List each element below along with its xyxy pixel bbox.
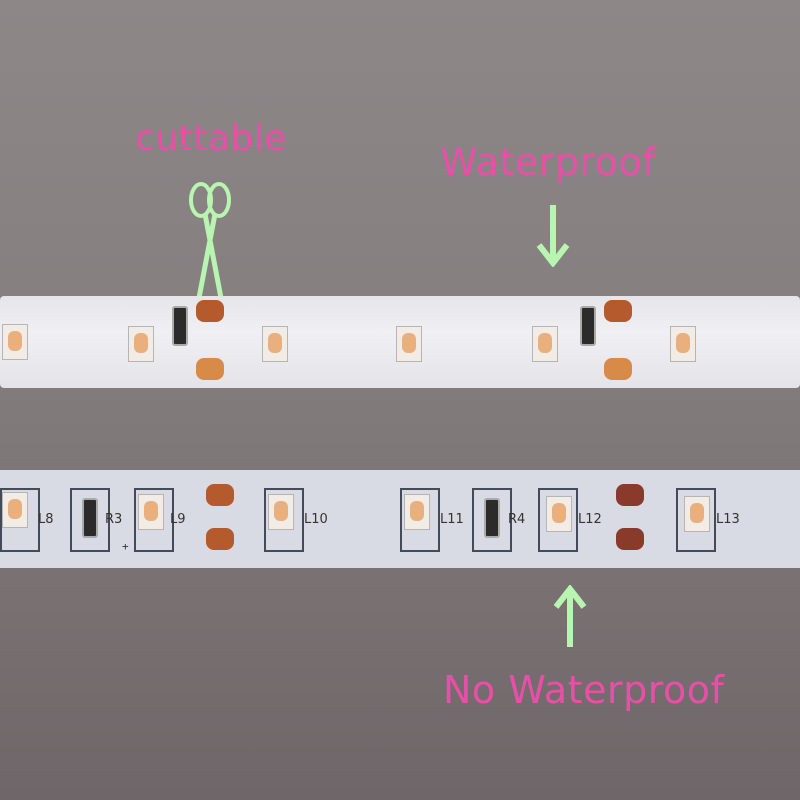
silkscreen-frame [0, 488, 40, 552]
led [268, 494, 294, 530]
scissors-icon [189, 182, 231, 298]
resistor [172, 306, 188, 346]
resistor [484, 498, 500, 538]
silkscreen-frame [70, 488, 110, 552]
plus-mark: + [122, 540, 129, 553]
led [546, 496, 572, 532]
led [684, 496, 710, 532]
resistor [82, 498, 98, 538]
led [138, 494, 164, 530]
resistor [580, 306, 596, 346]
silkscreen-frame [538, 488, 578, 552]
silkscreen-frame [676, 488, 716, 552]
solder-pad [196, 300, 224, 322]
led [2, 492, 28, 528]
led [396, 326, 422, 362]
solder-pad [206, 528, 234, 550]
component-label: R4 [508, 512, 526, 527]
solder-pad [604, 358, 632, 380]
led [532, 326, 558, 362]
non-waterproof-led-strip: L8 R3 + L9 L10 L11 R4 L12 L13 [0, 470, 800, 568]
solder-pad [616, 484, 644, 506]
led [262, 326, 288, 362]
led [128, 326, 154, 362]
cuttable-label: cuttable [135, 118, 287, 159]
component-label: L13 [716, 512, 740, 527]
led [2, 324, 28, 360]
solder-pad [206, 484, 234, 506]
component-label: L10 [304, 512, 328, 527]
component-label: L12 [578, 512, 602, 527]
component-label: L11 [440, 512, 464, 527]
silkscreen-frame [264, 488, 304, 552]
waterproof-label: Waterproof [440, 140, 657, 184]
silkscreen-frame [400, 488, 440, 552]
waterproof-led-strip [0, 296, 800, 388]
no-waterproof-label: No Waterproof [443, 668, 725, 712]
component-label: L9 [170, 512, 186, 527]
led [670, 326, 696, 362]
component-label: L8 [38, 512, 54, 527]
component-label: R3 [105, 512, 123, 527]
arrow-down-icon [536, 205, 570, 267]
solder-pad [604, 300, 632, 322]
silkscreen-frame [472, 488, 512, 552]
silkscreen-frame [134, 488, 174, 552]
solder-pad [196, 358, 224, 380]
arrow-up-icon [553, 585, 587, 647]
solder-pad [616, 528, 644, 550]
led [404, 494, 430, 530]
